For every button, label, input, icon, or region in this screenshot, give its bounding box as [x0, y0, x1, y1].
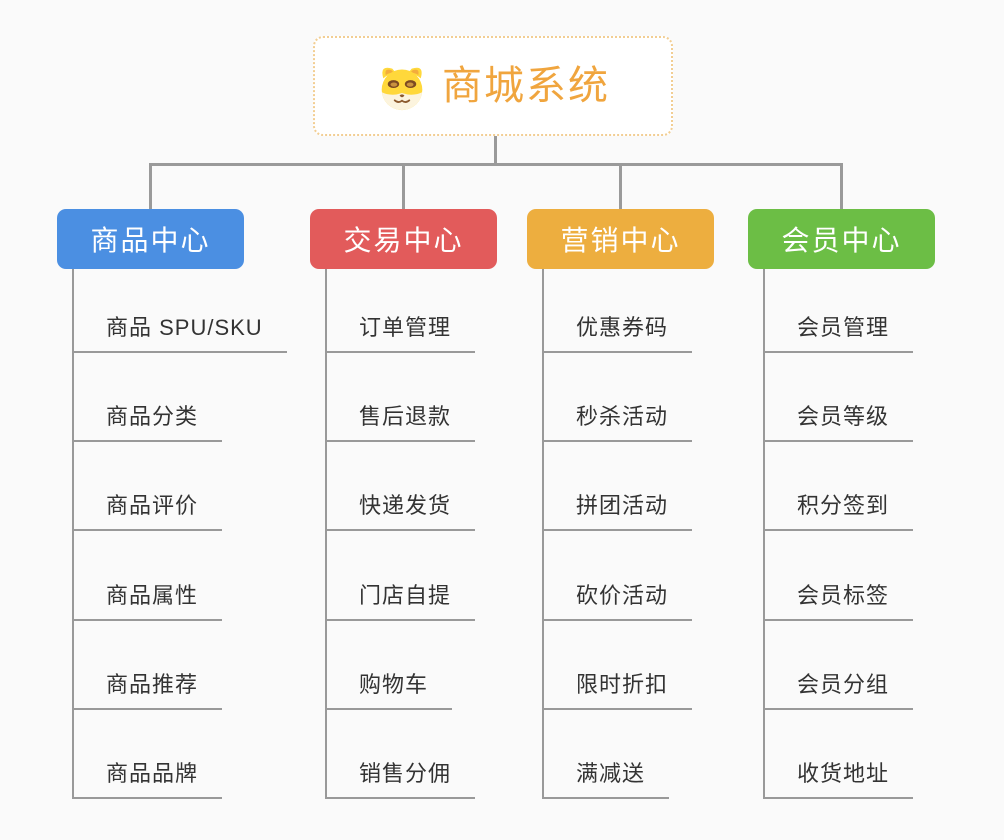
leaf-item[interactable]: 会员管理	[765, 269, 914, 353]
branch-node-marketing-center[interactable]: 营销中心	[527, 209, 714, 269]
leaf-label: 商品评价	[106, 493, 199, 519]
leaf-item[interactable]: 满减送	[544, 710, 670, 799]
leaf-item[interactable]: 购物车	[327, 621, 453, 710]
connector-drop-trade-center	[402, 164, 405, 209]
leaf-label: 订单管理	[359, 315, 452, 340]
doge-icon	[376, 62, 428, 111]
leaf-item[interactable]: 门店自提	[327, 531, 476, 621]
root-title: 商城系统	[442, 64, 610, 108]
leaf-label: 积分签到	[797, 493, 890, 519]
leaf-label: 售后退款	[359, 404, 452, 430]
leaf-label: 会员等级	[797, 404, 890, 430]
branch-children-product-center: 商品 SPU/SKU 商品分类商品评价商品属性商品推荐商品品牌	[72, 269, 287, 799]
leaf-item[interactable]: 限时折扣	[544, 621, 693, 710]
branch-node-product-center[interactable]: 商品中心	[57, 209, 244, 269]
leaf-label: 满减送	[576, 760, 646, 786]
leaf-item[interactable]: 商品属性	[74, 531, 223, 621]
leaf-item[interactable]: 商品推荐	[74, 621, 223, 710]
leaf-item[interactable]: 会员等级	[765, 353, 914, 443]
leaf-label: 秒杀活动	[576, 404, 669, 430]
leaf-item[interactable]: 积分签到	[765, 442, 914, 532]
leaf-label: 收货地址	[797, 760, 890, 786]
leaf-label: 会员分组	[797, 671, 890, 697]
connector-drop-marketing-center	[619, 164, 622, 209]
branch-node-trade-center[interactable]: 交易中心	[310, 209, 497, 269]
leaf-label: 销售分佣	[359, 760, 452, 786]
branch-node-member-center[interactable]: 会员中心	[748, 209, 935, 269]
leaf-item[interactable]: 商品品牌	[74, 710, 223, 799]
leaf-item[interactable]: 优惠券码	[544, 269, 693, 353]
leaf-label: 商品品牌	[106, 760, 199, 786]
leaf-label: 会员管理	[797, 315, 890, 340]
leaf-item[interactable]: 商品分类	[74, 353, 223, 443]
leaf-item[interactable]: 会员标签	[765, 531, 914, 621]
branch-label: 交易中心	[343, 225, 464, 256]
leaf-label: 购物车	[359, 671, 429, 697]
leaf-item[interactable]: 快递发货	[327, 442, 476, 532]
branch-children-trade-center: 订单管理售后退款快递发货门店自提购物车销售分佣	[325, 269, 476, 799]
leaf-label: 快递发货	[359, 493, 452, 519]
connector-drop-member-center	[840, 164, 843, 209]
branch-label: 营销中心	[560, 225, 681, 256]
leaf-label: 限时折扣	[576, 671, 669, 697]
leaf-label: 优惠券码	[576, 315, 669, 340]
leaf-item[interactable]: 秒杀活动	[544, 353, 693, 443]
branch-children-marketing-center: 优惠券码秒杀活动拼团活动砍价活动限时折扣满减送	[542, 269, 693, 799]
leaf-item[interactable]: 售后退款	[327, 353, 476, 443]
leaf-label: 商品属性	[106, 582, 199, 608]
connector-root-drop	[493, 136, 497, 164]
branch-label: 商品中心	[90, 225, 211, 256]
leaf-label: 商品分类	[106, 404, 199, 430]
connector-horizontal-bar	[149, 163, 843, 166]
leaf-item[interactable]: 销售分佣	[327, 710, 476, 799]
leaf-label: 砍价活动	[576, 582, 669, 608]
leaf-label: 商品推荐	[106, 671, 199, 697]
leaf-item[interactable]: 收货地址	[765, 710, 914, 799]
leaf-item[interactable]: 拼团活动	[544, 442, 693, 532]
leaf-label: 拼团活动	[576, 493, 669, 519]
leaf-item[interactable]: 订单管理	[327, 269, 476, 353]
root-node[interactable]: 商城系统	[313, 36, 673, 136]
leaf-label: 会员标签	[797, 582, 890, 608]
leaf-item[interactable]: 砍价活动	[544, 531, 693, 621]
leaf-label: 门店自提	[359, 582, 452, 608]
connector-drop-product-center	[149, 164, 152, 209]
branch-children-member-center: 会员管理会员等级积分签到会员标签会员分组收货地址	[763, 269, 914, 799]
leaf-item[interactable]: 商品 SPU/SKU	[74, 269, 287, 353]
leaf-label: 商品 SPU/SKU	[106, 315, 263, 340]
leaf-item[interactable]: 商品评价	[74, 442, 223, 532]
leaf-item[interactable]: 会员分组	[765, 621, 914, 710]
branch-label: 会员中心	[781, 225, 902, 256]
